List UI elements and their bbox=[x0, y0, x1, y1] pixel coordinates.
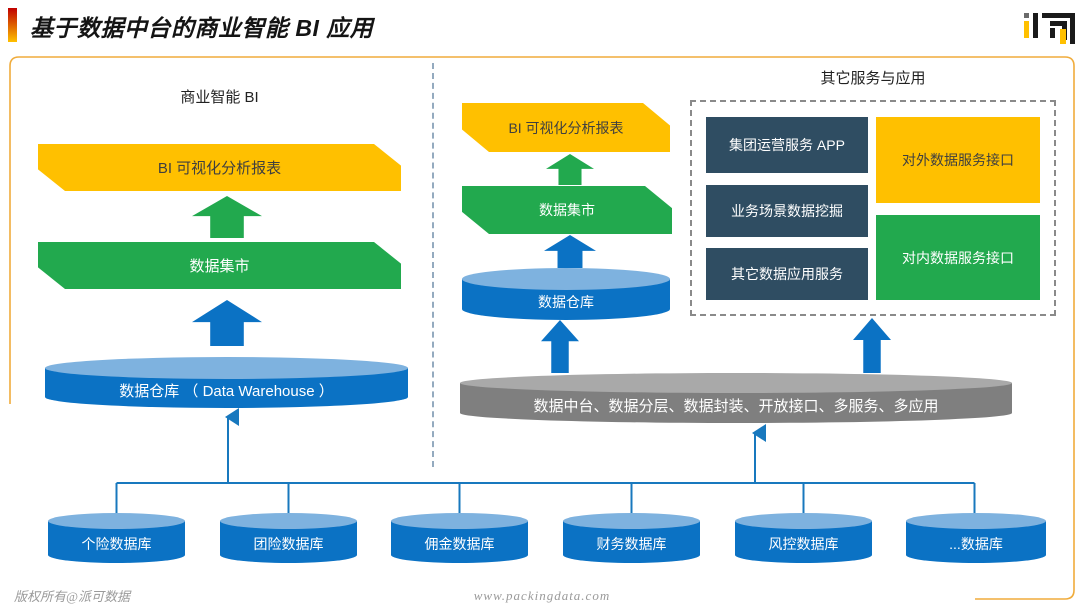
database-label: 风控数据库 bbox=[768, 536, 839, 552]
bi-report-layer: BI 可视化分析报表 bbox=[38, 144, 401, 191]
cylinder-top bbox=[48, 513, 185, 529]
database-cylinder: 佣金数据库 bbox=[391, 513, 528, 563]
service-app-label: 集团运营服务 APP bbox=[729, 137, 845, 153]
platform-warehouse-cylinder: 数据仓库 bbox=[462, 268, 670, 320]
section-divider bbox=[432, 63, 434, 467]
database-cylinder: 风控数据库 bbox=[735, 513, 872, 563]
page-title: 基于数据中台的商业智能 BI 应用 bbox=[30, 15, 374, 41]
database-label: 个险数据库 bbox=[81, 536, 152, 552]
platform-mart-layer-label: 数据集市 bbox=[539, 202, 595, 218]
bi-warehouse-cylinder: 数据仓库 （ Data Warehouse ） bbox=[45, 357, 408, 408]
service-app-box: 集团运营服务 APP bbox=[706, 117, 868, 173]
database-label: 团险数据库 bbox=[253, 536, 324, 552]
cylinder-top bbox=[462, 268, 670, 290]
cylinder-top bbox=[735, 513, 872, 529]
database-cylinder: 财务数据库 bbox=[563, 513, 700, 563]
middle-platform-label: 数据中台、数据分层、数据封装、开放接口、多服务、多应用 bbox=[533, 397, 939, 415]
external-interface-label: 对外数据服务接口 bbox=[902, 152, 1014, 168]
database-cylinder: ...数据库 bbox=[906, 513, 1046, 563]
copyright-text: 版权所有@派可数据 bbox=[14, 589, 130, 604]
services-dashed-box bbox=[690, 100, 1056, 316]
cylinder-top bbox=[220, 513, 357, 529]
service-other-label: 其它数据应用服务 bbox=[731, 266, 843, 282]
database-label: ...数据库 bbox=[949, 536, 1003, 552]
internal-interface-box: 对内数据服务接口 bbox=[876, 215, 1040, 300]
services-panel-heading: 其它服务与应用 bbox=[820, 70, 926, 87]
service-mining-box: 业务场景数据挖掘 bbox=[706, 185, 868, 237]
database-label: 佣金数据库 bbox=[424, 536, 495, 552]
paike-data-logo-icon bbox=[1024, 13, 1075, 44]
cylinder-top bbox=[45, 357, 408, 379]
cylinder-top bbox=[906, 513, 1046, 529]
cylinder-top bbox=[563, 513, 700, 529]
cylinder-top bbox=[460, 373, 1012, 393]
website-text: www.packingdata.com bbox=[473, 588, 611, 603]
bi-mart-layer: 数据集市 bbox=[38, 242, 401, 289]
bi-warehouse-label: 数据仓库 （ Data Warehouse ） bbox=[119, 382, 334, 400]
bi-panel-heading: 商业智能 BI bbox=[180, 89, 259, 106]
platform-report-layer: BI 可视化分析报表 bbox=[462, 103, 670, 152]
database-label: 财务数据库 bbox=[596, 536, 667, 552]
bi-mart-layer-label: 数据集市 bbox=[189, 258, 250, 275]
platform-mart-layer: 数据集市 bbox=[462, 186, 672, 234]
service-mining-label: 业务场景数据挖掘 bbox=[731, 203, 843, 219]
bi-report-layer-label: BI 可视化分析报表 bbox=[157, 160, 282, 177]
external-interface-box: 对外数据服务接口 bbox=[876, 117, 1040, 203]
platform-report-layer-label: BI 可视化分析报表 bbox=[508, 119, 624, 136]
title-accent-bar bbox=[8, 8, 17, 42]
middle-platform-cylinder: 数据中台、数据分层、数据封装、开放接口、多服务、多应用 bbox=[460, 373, 1012, 423]
database-cylinder: 团险数据库 bbox=[220, 513, 357, 563]
internal-interface-label: 对内数据服务接口 bbox=[902, 249, 1014, 266]
database-cylinder: 个险数据库 bbox=[48, 513, 185, 563]
service-other-box: 其它数据应用服务 bbox=[706, 248, 868, 300]
platform-warehouse-label: 数据仓库 bbox=[538, 293, 594, 310]
cylinder-top bbox=[391, 513, 528, 529]
